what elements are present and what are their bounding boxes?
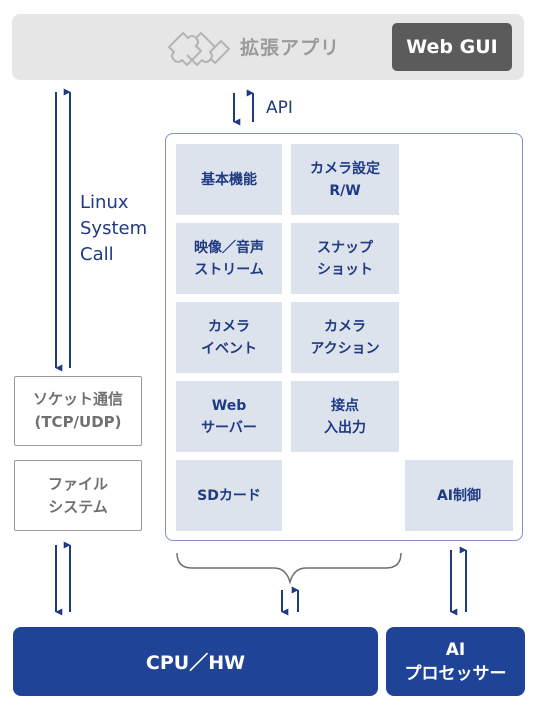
module-video-audio-stream[interactable]: 映像／音声 ストリーム xyxy=(176,223,282,294)
camera-action-line-1: カメラ xyxy=(324,318,366,335)
module-camera-event[interactable]: カメラ イベント xyxy=(176,302,282,373)
ai-control-line-1: AI制御 xyxy=(436,487,482,504)
module-ai-control[interactable]: AI制御 xyxy=(405,460,513,531)
module-basic-functions[interactable]: 基本機能 xyxy=(176,144,282,215)
cpu-hw-bar: CPU／HW xyxy=(13,627,378,696)
camera-settings-line-1: カメラ設定 xyxy=(310,160,380,177)
web-gui-button[interactable]: Web GUI xyxy=(392,23,512,71)
ai-processor-line-2: プロセッサー xyxy=(404,663,507,684)
module-basic-line-1: 基本機能 xyxy=(201,171,257,188)
linux-label-line-2: System xyxy=(80,218,148,239)
contact-io-line-2: 入出力 xyxy=(324,419,366,436)
filesystem-line-2: システム xyxy=(48,497,108,516)
linux-system-call-label: Linux System Call xyxy=(80,190,147,268)
module-contact-io[interactable]: 接点 入出力 xyxy=(291,381,399,452)
module-snapshot[interactable]: スナップ ショット xyxy=(291,223,399,294)
module-web-server[interactable]: Web サーバー xyxy=(176,381,282,452)
web-server-line-2: サーバー xyxy=(201,419,257,436)
module-camera-settings[interactable]: カメラ設定 R/W xyxy=(291,144,399,215)
socket-communication-box: ソケット通信 (TCP/UDP) xyxy=(14,376,142,446)
module-sd-card[interactable]: SDカード xyxy=(176,460,282,531)
camera-event-line-2: イベント xyxy=(201,340,257,357)
api-label: API xyxy=(266,98,293,118)
socket-line-2: (TCP/UDP) xyxy=(34,413,122,431)
extension-app-title: 拡張アプリ xyxy=(240,37,341,59)
file-system-box: ファイル システム xyxy=(14,460,142,531)
snapshot-line-1: スナップ xyxy=(317,239,373,256)
ai-processor-line-1: AI xyxy=(445,639,466,660)
filesystem-line-1: ファイル xyxy=(47,474,108,493)
video-audio-line-2: ストリーム xyxy=(194,261,264,278)
camera-action-line-2: アクション xyxy=(310,340,380,357)
linux-label-line-1: Linux xyxy=(80,192,129,213)
video-audio-line-1: 映像／音声 xyxy=(194,239,264,256)
linux-label-line-3: Call xyxy=(80,244,114,265)
modules-brace xyxy=(176,552,402,585)
web-server-line-1: Web xyxy=(211,397,247,414)
contact-io-line-1: 接点 xyxy=(331,397,359,414)
module-camera-action[interactable]: カメラ アクション xyxy=(291,302,399,373)
snapshot-line-2: ショット xyxy=(317,261,373,278)
puzzle-icon xyxy=(168,32,230,66)
module-panel: 基本機能 カメラ設定 R/W 映像／音声 ストリーム スナップ ショット カメラ… xyxy=(165,133,523,541)
camera-settings-line-2: R/W xyxy=(329,182,361,199)
camera-event-line-1: カメラ xyxy=(208,318,250,335)
sd-card-line-1: SDカード xyxy=(197,487,261,504)
socket-line-1: ソケット通信 xyxy=(32,390,123,408)
ai-processor-bar: AI プロセッサー xyxy=(386,627,525,696)
